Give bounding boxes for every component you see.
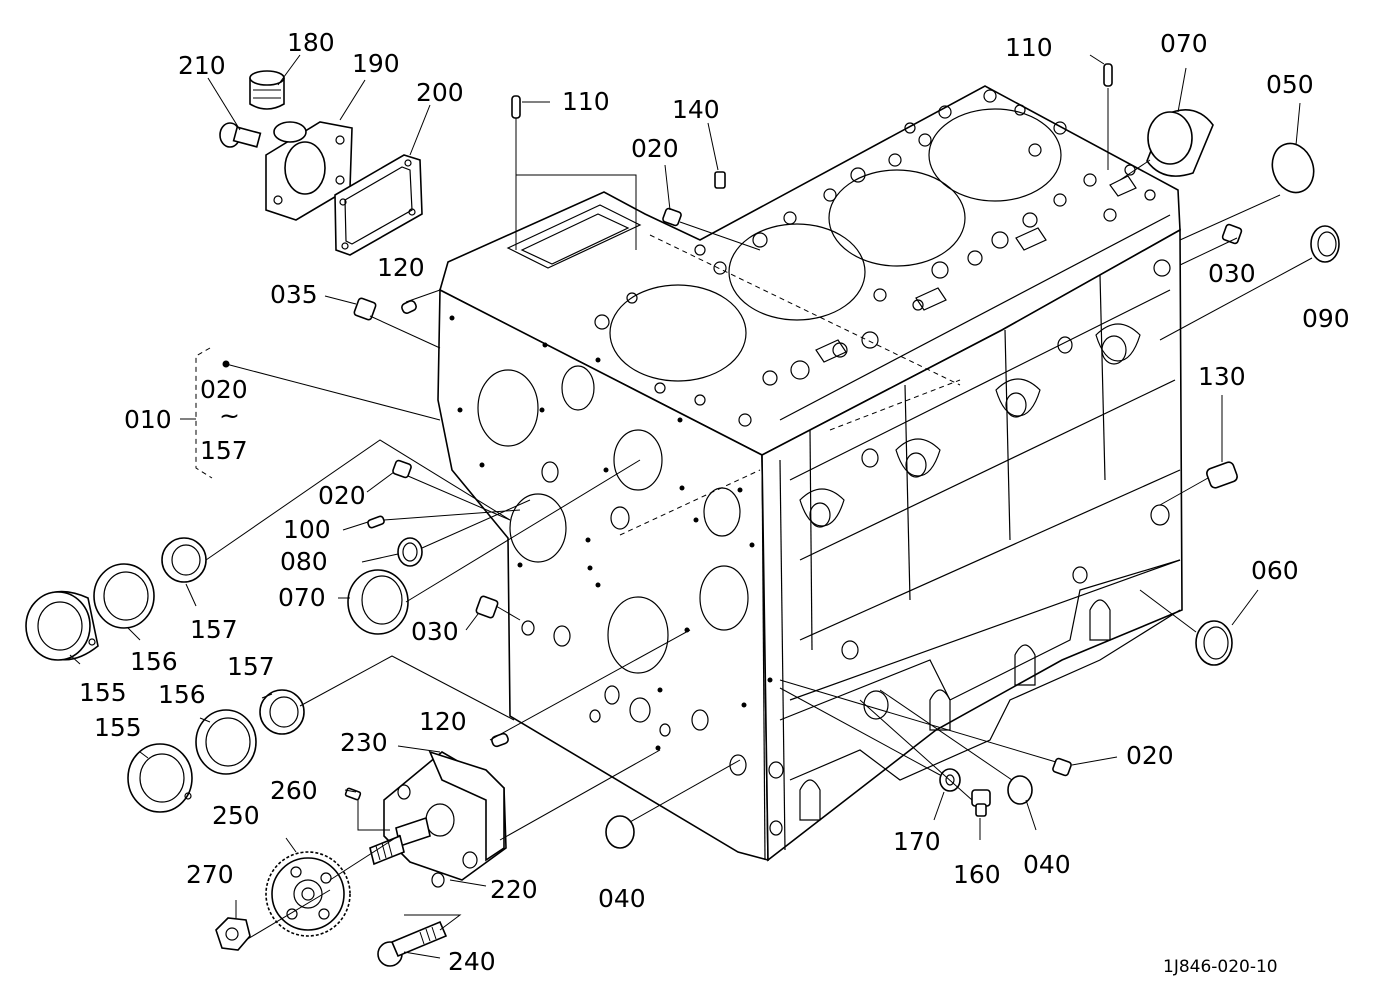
callout-010: 010	[124, 405, 172, 434]
callout-250: 250	[212, 801, 260, 830]
callout-040-left: 040	[598, 884, 646, 913]
part-157-bearing-lower	[259, 689, 305, 735]
part-020-plug-top	[662, 207, 682, 227]
leader-lines	[69, 54, 1313, 959]
callout-035: 035	[270, 280, 318, 309]
drawing-number: 1J846-020-10	[1163, 957, 1278, 977]
part-130-dowel	[1206, 461, 1238, 489]
callout-010-range-tilde: ~	[219, 401, 240, 430]
part-155-bearing-lower	[127, 743, 193, 813]
callout-labels: 210 180 190 200 110 140 020 110 070 050 …	[79, 28, 1350, 976]
callout-070-top: 070	[1160, 29, 1208, 58]
callout-120-top: 120	[377, 253, 425, 282]
part-120-pin-top	[401, 300, 417, 314]
callout-170: 170	[893, 827, 941, 856]
callout-030-front: 030	[411, 617, 459, 646]
callout-240: 240	[448, 947, 496, 976]
part-180-plug	[249, 70, 285, 110]
part-040-cap-right	[1007, 775, 1033, 805]
part-156-bearing-lower	[195, 709, 257, 775]
callout-155-lower: 155	[94, 713, 142, 742]
callout-020-top: 020	[631, 134, 679, 163]
part-160-plug	[971, 789, 991, 817]
callout-110-left: 110	[562, 87, 610, 116]
callout-010-range-from: 020	[200, 375, 248, 404]
callout-230: 230	[340, 728, 388, 757]
callout-080: 080	[280, 547, 328, 576]
part-020-plug-bottom	[1052, 757, 1072, 777]
part-110-pin-right	[1103, 63, 1113, 87]
part-156-bearing-upper	[93, 563, 155, 629]
callout-120-bottom: 120	[419, 707, 467, 736]
block-right-side	[761, 228, 1183, 862]
part-200-gasket	[334, 154, 423, 256]
callout-260: 260	[270, 776, 318, 805]
callout-030-top: 030	[1208, 259, 1256, 288]
cylinder-block	[437, 85, 1183, 862]
front-face-bolt-holes	[449, 315, 773, 751]
small-parts	[347, 63, 1340, 849]
callout-190: 190	[352, 49, 400, 78]
part-250-gear	[265, 851, 351, 937]
part-100-pin	[367, 515, 385, 529]
part-157-bearing-upper	[161, 537, 207, 583]
part-220-oil-pump	[369, 750, 507, 888]
part-040-cap-left	[605, 815, 635, 849]
callout-200: 200	[416, 78, 464, 107]
part-050-cap	[1271, 142, 1315, 194]
callout-155-upper: 155	[79, 678, 127, 707]
part-030-plug-front	[475, 595, 499, 619]
front-face-bores	[477, 365, 749, 776]
callout-070-front: 070	[278, 583, 326, 612]
part-070-cap-top	[1146, 109, 1214, 177]
part-240-bolt	[377, 920, 448, 967]
hidden-lines	[619, 234, 961, 536]
callout-090: 090	[1302, 304, 1350, 333]
callout-050: 050	[1266, 70, 1314, 99]
part-155-bearing-upper	[25, 590, 99, 661]
callout-270: 270	[186, 860, 234, 889]
part-080-seal	[397, 537, 423, 567]
group-010-reference-dot	[222, 360, 230, 368]
part-190-cover	[265, 121, 353, 221]
callout-156-lower: 156	[158, 680, 206, 709]
callout-110-right: 110	[1005, 33, 1053, 62]
callout-180: 180	[287, 28, 335, 57]
callout-157-upper: 157	[190, 615, 238, 644]
bearings	[25, 537, 305, 813]
part-070-seal-front	[347, 569, 409, 635]
cover-assembly	[219, 70, 423, 256]
part-140-dowel	[714, 171, 726, 189]
right-side-ribs	[768, 214, 1181, 836]
deck-ports	[506, 175, 1137, 363]
deck-holes	[594, 89, 1171, 427]
callout-020-front: 020	[318, 481, 366, 510]
part-270-nut	[215, 917, 251, 951]
part-210-bolt	[219, 122, 262, 148]
part-060-seal	[1195, 620, 1233, 666]
part-260-key	[344, 787, 362, 801]
callout-156-upper: 156	[130, 647, 178, 676]
oil-pump-assembly	[215, 750, 507, 967]
part-110-pin-left	[511, 95, 521, 119]
callout-160: 160	[953, 860, 1001, 889]
callout-130: 130	[1198, 362, 1246, 391]
callout-100: 100	[283, 515, 331, 544]
part-030-plug-top	[1221, 223, 1243, 245]
callout-210: 210	[178, 51, 226, 80]
part-020-plug-front	[392, 459, 412, 479]
part-090-seal	[1310, 225, 1340, 263]
group-010-bracket	[195, 347, 213, 479]
callout-040-right: 040	[1023, 850, 1071, 879]
part-035-plug	[353, 297, 377, 321]
callout-020-bottom: 020	[1126, 741, 1174, 770]
callout-010-range-to: 157	[200, 436, 248, 465]
callout-140: 140	[672, 95, 720, 124]
callout-157-lower: 157	[227, 652, 275, 681]
callout-220: 220	[490, 875, 538, 904]
callout-060: 060	[1251, 556, 1299, 585]
cylinder-bores	[609, 108, 1062, 382]
